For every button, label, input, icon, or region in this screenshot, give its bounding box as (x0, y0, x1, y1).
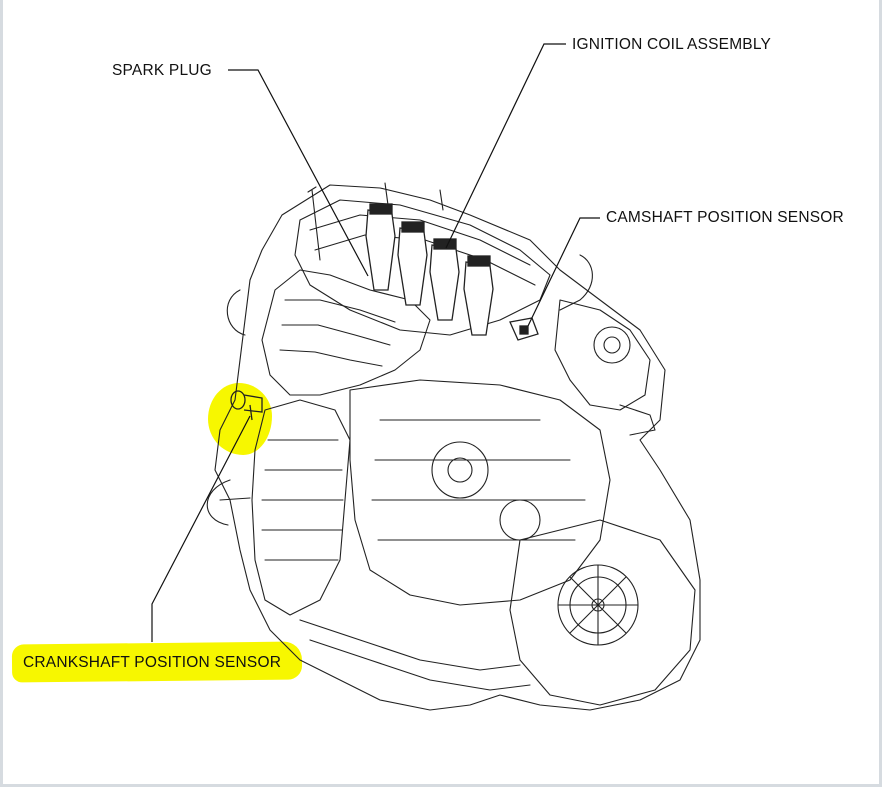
ignition-coil-3 (429, 244, 460, 321)
engine-outline (206, 182, 701, 711)
leader-spark-plug (228, 69, 369, 277)
leader-lines (151, 43, 600, 642)
leader-camshaft (527, 217, 600, 327)
camshaft-sensor-part (509, 317, 539, 341)
crankshaft-sensor-part (230, 390, 263, 421)
transmission-housing (509, 519, 696, 706)
ignition-coil-2 (397, 227, 428, 306)
leader-ignition-coil (445, 43, 566, 249)
ignition-coils (365, 203, 494, 336)
label-spark-plug: SPARK PLUG (112, 62, 212, 79)
label-camshaft-position-sensor: CAMSHAFT POSITION SENSOR (606, 209, 844, 226)
engine-silhouette (214, 184, 701, 711)
diagram-frame-bottom (0, 784, 882, 787)
label-crankshaft-position-sensor: CRANKSHAFT POSITION SENSOR (23, 654, 282, 671)
engine-block (349, 379, 611, 606)
diagram-frame-left (0, 0, 3, 787)
ignition-coil-4 (463, 261, 494, 336)
diagram-frame-right (879, 0, 882, 787)
catalytic-converter (251, 399, 351, 616)
ignition-coil-1 (365, 209, 396, 291)
cylinder-head (294, 199, 551, 336)
label-ignition-coil-assembly: IGNITION COIL ASSEMBLY (572, 36, 772, 53)
exhaust-manifold (261, 269, 431, 396)
leader-crankshaft (151, 415, 251, 642)
